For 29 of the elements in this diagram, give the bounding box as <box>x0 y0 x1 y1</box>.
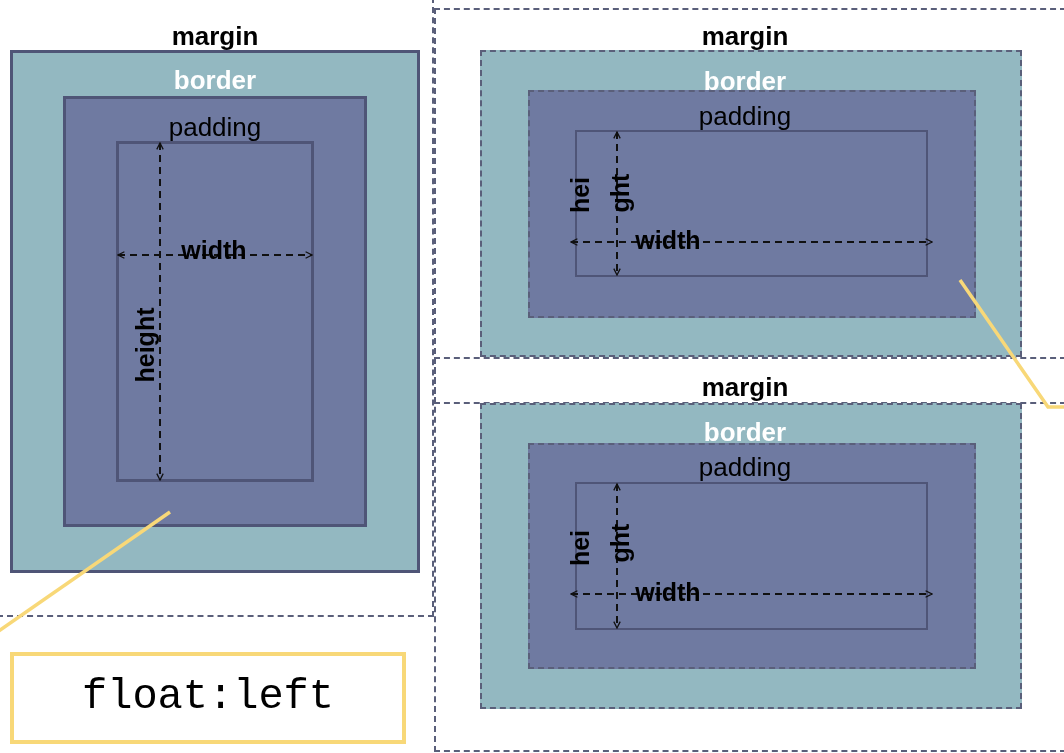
padding-box <box>528 90 976 318</box>
padding-label: padding <box>168 114 262 140</box>
border-label: border <box>703 68 787 94</box>
code-box <box>10 652 406 744</box>
width-label: width <box>635 579 701 605</box>
margin-label: margin <box>701 23 789 49</box>
height-label: ght <box>607 523 633 563</box>
border-label: border <box>703 419 787 445</box>
content-box <box>116 141 314 482</box>
margin-area <box>434 357 1064 752</box>
border-box <box>480 403 1022 709</box>
margin-label: margin <box>171 23 259 49</box>
padding-label: padding <box>698 454 792 480</box>
padding-box <box>63 96 367 527</box>
padding-label: padding <box>698 103 792 129</box>
width-label: width <box>635 227 701 253</box>
height-label: ght <box>607 173 633 213</box>
border-box <box>10 50 420 573</box>
height-label: hei <box>567 176 593 214</box>
margin-area <box>0 0 434 617</box>
border-box <box>480 50 1022 357</box>
height-label: height <box>132 307 158 383</box>
height-label: hei <box>567 529 593 567</box>
border-label: border <box>173 67 257 93</box>
code-text: float:left <box>82 676 334 718</box>
leader-line <box>958 279 1064 409</box>
padding-box <box>528 443 976 669</box>
margin-label: margin <box>701 374 789 400</box>
margin-area <box>434 8 1064 404</box>
